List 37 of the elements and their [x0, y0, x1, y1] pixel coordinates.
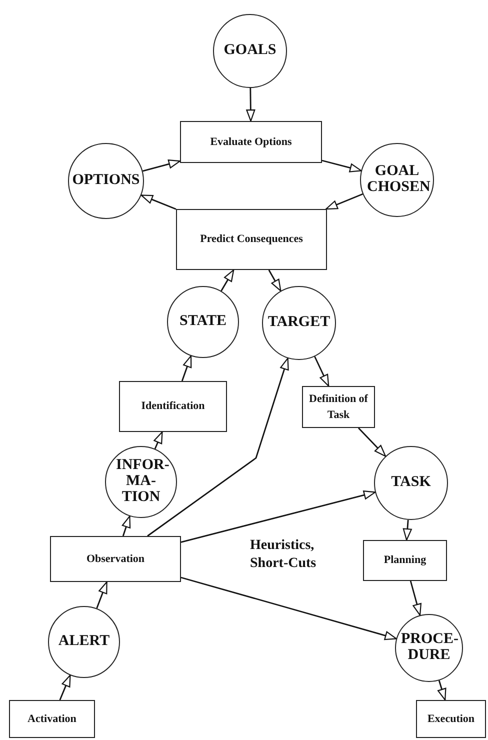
circle-node: PROCE- DURE: [395, 614, 463, 682]
circle-node: TARGET: [262, 286, 336, 360]
note-text: Heuristics, Short-Cuts: [250, 537, 318, 574]
arrow: [246, 88, 256, 122]
arrow: [59, 674, 71, 700]
arrow: [180, 576, 397, 640]
arrow: [410, 580, 422, 616]
arrow: [96, 581, 108, 609]
process-box: Identification: [119, 381, 227, 432]
arrow: [220, 269, 234, 292]
arrow: [142, 160, 181, 172]
arrow: [268, 270, 282, 292]
arrow: [122, 516, 131, 536]
arrow: [140, 194, 176, 210]
process-box: Predict Consequences: [176, 209, 327, 270]
circle-node: STATE: [167, 286, 239, 358]
arrow: [326, 193, 364, 210]
circle-node: INFOR- MA- TION: [105, 446, 177, 518]
arrow: [438, 680, 446, 701]
arrow: [154, 431, 163, 450]
process-box: Observation: [50, 536, 181, 582]
process-box: Execution: [416, 700, 486, 738]
process-box: Planning: [363, 540, 447, 581]
process-box: Activation: [9, 700, 95, 738]
circle-node: TASK: [374, 446, 448, 520]
arrow: [322, 160, 362, 172]
arrow: [402, 520, 412, 541]
arrow: [358, 428, 386, 457]
circle-node: GOAL CHOSEN: [360, 143, 434, 217]
arrow: [314, 356, 330, 387]
process-box: Definition of Task: [302, 386, 375, 428]
process-box: Evaluate Options: [180, 121, 322, 163]
circle-node: GOALS: [213, 14, 287, 88]
circle-node: ALERT: [48, 606, 120, 678]
arrow: [181, 355, 192, 382]
arrow: [180, 490, 376, 543]
circle-node: OPTIONS: [68, 143, 144, 219]
